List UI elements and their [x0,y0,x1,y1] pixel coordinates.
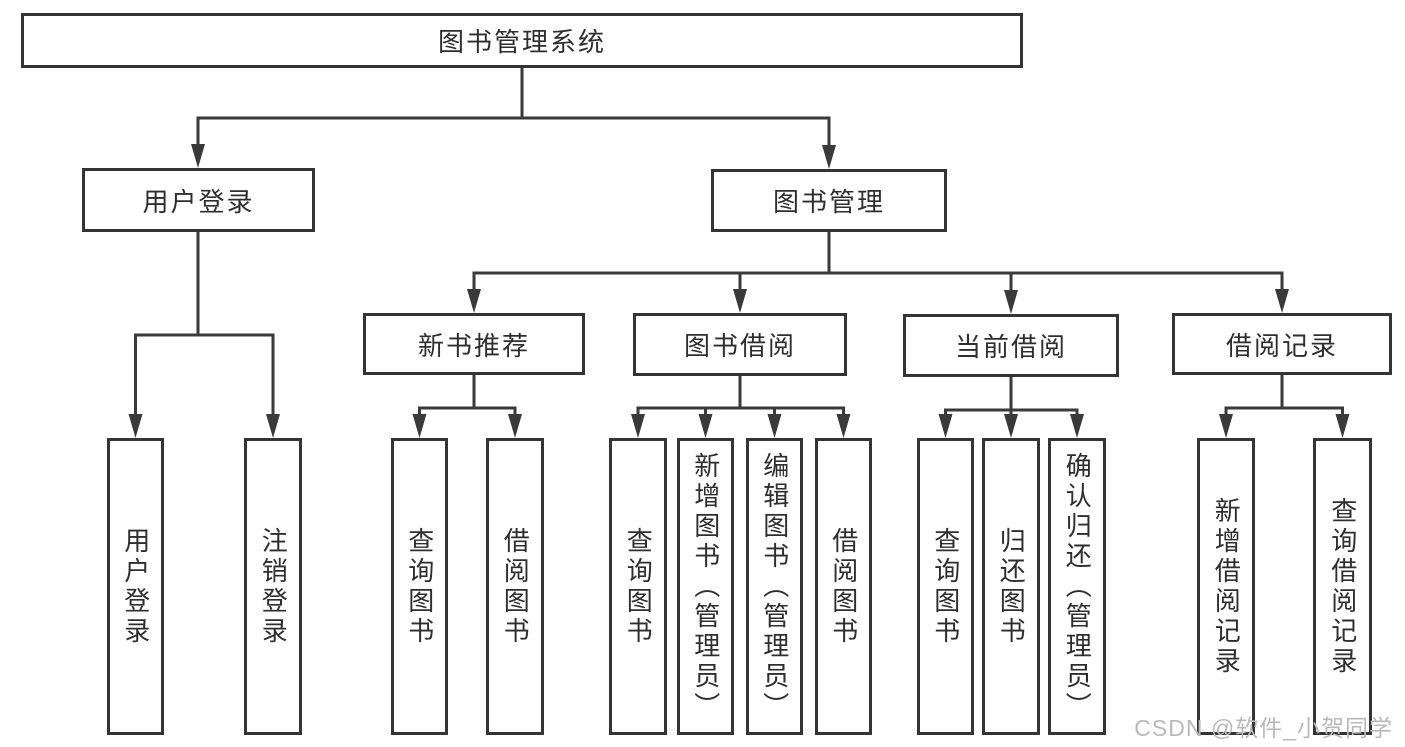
leaf-user-login: 用户登录 [107,438,164,735]
leaf-recommend-query-books-label: 查询图书 [404,526,435,647]
leaf-current-return-books-label: 归还图书 [996,526,1027,647]
leaf-records-add-record: 新增借阅记录 [1197,438,1255,735]
node-root: 图书管理系统 [21,13,1023,68]
leaf-records-query-record: 查询借阅记录 [1313,438,1372,735]
leaf-current-confirm-return-admin-label: 确认归还（管理员） [1062,451,1093,722]
leaf-current-return-books: 归还图书 [982,438,1040,735]
watermark: CSDN @软件_小贺同学 [1134,715,1393,741]
node-book-management-label: 图书管理 [772,187,885,217]
leaf-borrow-borrow-books-label: 借阅图书 [828,526,859,647]
node-book-borrowing-label: 图书借阅 [683,331,796,361]
node-current-borrowing-label: 当前借阅 [954,332,1067,362]
leaf-borrow-query-books: 查询图书 [609,438,667,735]
leaf-current-query-books: 查询图书 [917,438,974,735]
node-borrowing-records-label: 借阅记录 [1225,330,1338,361]
leaf-borrow-borrow-books: 借阅图书 [815,438,872,735]
node-new-book-recommendation: 新书推荐 [363,313,585,375]
leaf-recommend-borrow-books-label: 借阅图书 [500,526,531,647]
leaf-logout: 注销登录 [244,438,302,735]
node-user-login: 用户登录 [82,168,315,232]
leaf-records-add-record-label: 新增借阅记录 [1211,496,1242,677]
leaf-recommend-query-books: 查询图书 [391,438,448,735]
leaf-user-login-label: 用户登录 [120,526,151,647]
leaf-borrow-add-books-admin: 新增图书（管理员） [677,438,734,735]
node-book-management: 图书管理 [711,169,947,232]
node-root-label: 图书管理系统 [437,27,606,57]
node-new-book-recommendation-label: 新书推荐 [417,330,530,361]
node-user-login-label: 用户登录 [142,186,255,217]
node-borrowing-records: 借阅记录 [1172,313,1392,375]
leaf-current-confirm-return-admin: 确认归还（管理员） [1048,438,1106,735]
leaf-borrow-query-books-label: 查询图书 [623,526,654,647]
leaf-borrow-add-books-admin-label: 新增图书（管理员） [690,451,721,722]
node-book-borrowing: 图书借阅 [633,313,847,376]
leaf-records-query-record-label: 查询借阅记录 [1327,496,1358,677]
leaf-recommend-borrow-books: 借阅图书 [486,438,544,735]
node-current-borrowing: 当前借阅 [903,314,1119,377]
leaf-borrow-edit-books-admin-label: 编辑图书（管理员） [759,451,790,722]
leaf-borrow-edit-books-admin: 编辑图书（管理员） [746,438,803,735]
leaf-logout-label: 注销登录 [258,526,289,647]
leaf-current-query-books-label: 查询图书 [930,526,961,647]
